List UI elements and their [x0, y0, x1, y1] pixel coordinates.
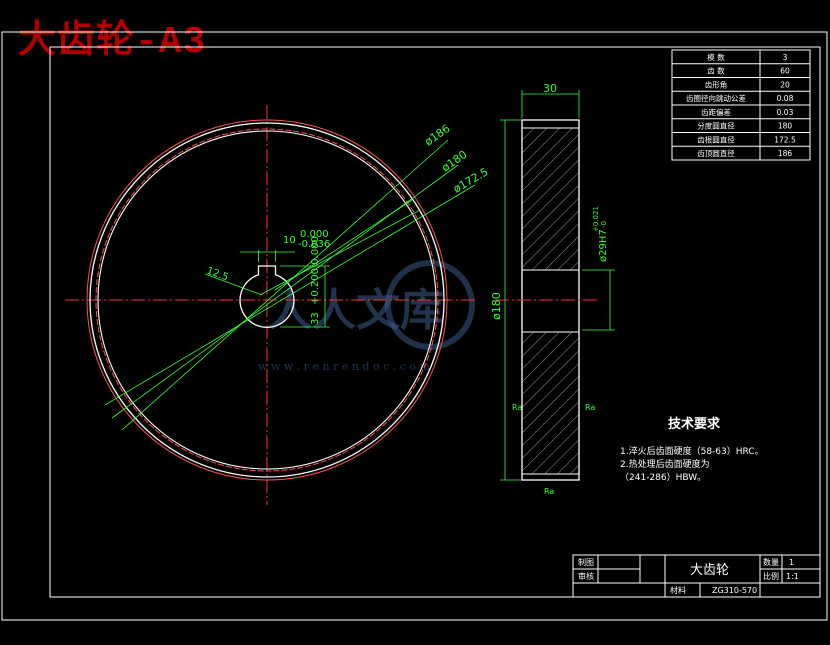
- title-block-scale-value: 1:1: [786, 572, 799, 581]
- dim-side-diameter: ø180: [490, 292, 503, 320]
- dim-radius: 12.5: [205, 265, 230, 283]
- param-label: 分度圆直径: [697, 121, 735, 131]
- dim-bore: ø29H7: [598, 229, 609, 262]
- param-value: 186: [778, 149, 793, 158]
- side-view: [495, 119, 598, 481]
- title-block-qty-label: 数量: [763, 557, 779, 567]
- param-value: 3: [783, 53, 788, 62]
- param-value: 0.03: [777, 108, 794, 117]
- drawing-title-banner: 大齿轮-A3: [18, 21, 207, 64]
- title-block-checked-label: 审核: [578, 571, 594, 581]
- param-label: 齿形角: [705, 79, 728, 89]
- tech-req-heading: 技术要求: [668, 416, 721, 432]
- drawing-frame-outer: [1, 31, 828, 621]
- roughness-bottom: Ra: [544, 487, 554, 496]
- param-label: 齿圈径向跳动公差: [686, 93, 746, 103]
- side-dimension-lines: [500, 90, 615, 481]
- title-block-qty-value: 1: [789, 558, 794, 567]
- front-view: [65, 105, 475, 505]
- param-label: 齿距偏差: [701, 107, 731, 117]
- param-value: 60: [780, 67, 790, 76]
- dim-keyway-width-upper: 0.000: [300, 229, 329, 240]
- title-block-material-value: ZG310-570: [712, 586, 757, 595]
- title-block-part-name: 大齿轮: [690, 563, 729, 578]
- dim-face-width: 30: [543, 82, 557, 95]
- title-block-material-label: 材料: [670, 585, 686, 595]
- param-value: 180: [778, 122, 793, 131]
- dim-bore-tol-lower: -0: [600, 221, 608, 228]
- tech-req-item-2: 2.热处理后齿面硬度为: [620, 458, 710, 470]
- param-label: 齿顶圆直径: [697, 148, 735, 158]
- parameter-table: 模 数 3 齿 数 60 齿形角 20 齿圈径向跳动公差 0.08 齿距偏差 0.03 分度圆直径 1…: [671, 49, 811, 161]
- dim-tip-diameter: ø186: [422, 122, 452, 149]
- title-block-scale-label: 比例: [763, 571, 779, 581]
- param-label: 模 数: [707, 52, 725, 62]
- dim-keyway-width-lower: -0.036: [298, 239, 330, 250]
- param-value: 0.08: [777, 94, 794, 103]
- roughness-left: Ra: [512, 403, 522, 412]
- param-label: 齿 数: [707, 66, 725, 76]
- watermark: 人人文库 w w w . r e n r e n d o c . c o m: [258, 260, 475, 373]
- param-label: 齿根圆直径: [697, 134, 735, 144]
- dim-bore-tol-upper: +0.021: [592, 206, 600, 232]
- dim-root-diameter: ø172.5: [451, 165, 491, 195]
- dim-pitch-diameter: ø180: [439, 148, 469, 175]
- roughness-right: Ra: [585, 403, 595, 412]
- tech-requirements: 技术要求 1.淬火后齿面硬度（58-63）HRC。 2.热处理后齿面硬度为 （2…: [620, 416, 764, 483]
- front-dimension-lines: [104, 139, 476, 431]
- drawing-frame-inner: [49, 46, 821, 598]
- title-block-drawn-label: 制图: [578, 557, 594, 567]
- watermark-text: 人人文库: [268, 285, 444, 336]
- tech-req-item-3: （241-286）HBW。: [620, 472, 706, 483]
- title-block: [572, 554, 821, 598]
- tech-req-item-1: 1.淬火后齿面硬度（58-63）HRC。: [620, 445, 764, 457]
- dim-keyway-width: 10: [283, 235, 296, 246]
- param-value: 20: [780, 80, 790, 89]
- param-value: 172.5: [774, 135, 796, 144]
- dim-keyway-depth-tol: +0.200 0.000: [310, 236, 321, 305]
- dim-keyway-depth: 33: [310, 312, 321, 325]
- watermark-url: w w w . r e n r e n d o c . c o m: [258, 360, 430, 373]
